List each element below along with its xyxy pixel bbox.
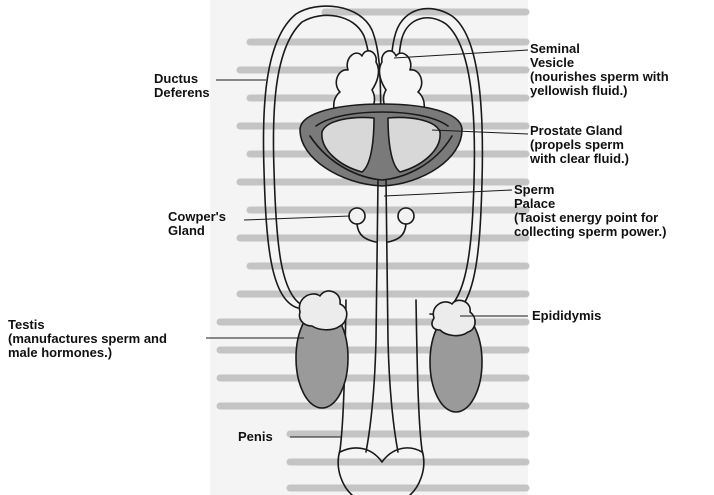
label-ductus-deferens: Ductus Deferens [154,72,210,100]
label-seminal-vesicle: Seminal Vesicle (nourishes sperm with ye… [530,42,669,98]
label-cowpers-gland: Cowper's Gland [168,210,226,238]
label-sperm-palace: Sperm Palace (Taoist energy point for co… [514,183,666,239]
right-epididymis [432,300,475,335]
label-prostate-gland: Prostate Gland (propels sperm with clear… [530,124,629,166]
left-epididymis [299,291,346,330]
label-penis: Penis [238,430,273,444]
label-testis: Testis (manufactures sperm and male horm… [8,318,167,360]
right-cowpers-gland [398,208,414,224]
label-epididymis: Epididymis [532,309,601,323]
left-cowpers-gland [349,208,365,224]
